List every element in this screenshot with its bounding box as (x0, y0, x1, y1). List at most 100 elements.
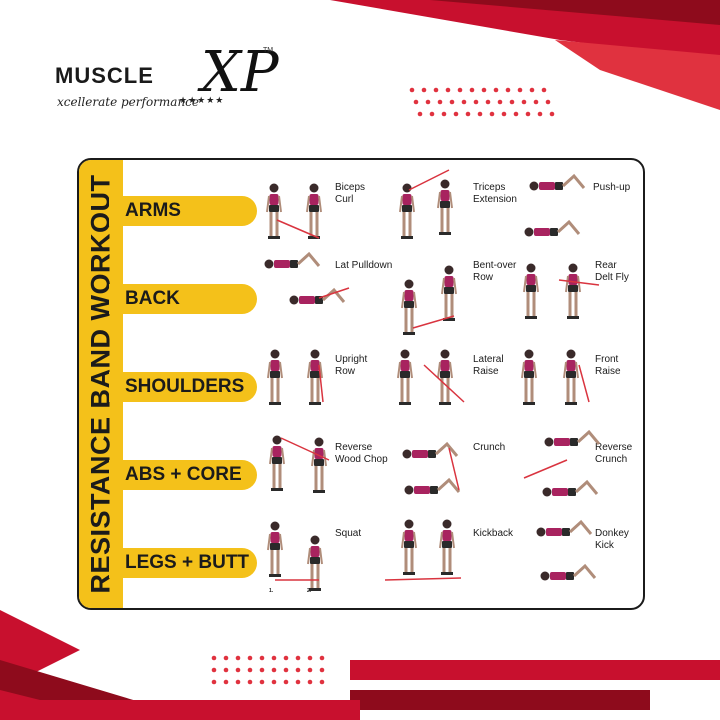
wood-chop-b-feet (313, 490, 325, 493)
decoration-dot (295, 655, 301, 661)
exercise-upright-row: Upright Row (335, 354, 368, 377)
wood-chop-a-head (272, 435, 282, 445)
lat-pulldown-band (318, 287, 350, 299)
biceps-curl-b-arm (306, 195, 310, 213)
donkey-kick-a-torso (546, 528, 562, 536)
upright-row-a-arm (279, 361, 283, 379)
lateral-raise-a-shorts (400, 371, 410, 378)
squat-a-arm (279, 533, 283, 551)
decoration-dot (437, 99, 443, 105)
reverse-crunch-b-head (542, 487, 552, 497)
donkey-kick-b-shorts (566, 572, 574, 580)
decoration-dot (477, 111, 483, 117)
decoration-dot (545, 99, 551, 105)
crunch-b-head (404, 485, 414, 495)
front-raise-a-shorts (524, 371, 534, 378)
exercise-lat-pulldown: Lat Pulldown (335, 260, 393, 271)
decoration-dot (247, 655, 253, 661)
decoration-dot (235, 667, 241, 673)
rear-delt-a-arm (523, 275, 527, 293)
push-up-a-legs (561, 173, 586, 189)
decoration-dot (409, 87, 415, 93)
decoration-dot (441, 111, 447, 117)
triceps-ext-b-feet (439, 232, 451, 235)
decoration-dot (235, 655, 241, 661)
exercise-donkey-kick: Donkey Kick (595, 528, 629, 551)
wood-chop-a-arm (269, 447, 273, 465)
decoration-dot (211, 667, 217, 673)
squat-b-shorts (310, 557, 320, 564)
biceps-curl-b-torso (309, 194, 319, 205)
lateral-raise-band (423, 364, 465, 403)
decoration-dot (425, 99, 431, 105)
bent-row-b-arm (441, 277, 445, 295)
kickback-b-head (442, 519, 452, 529)
lateral-raise-b-head (440, 349, 450, 359)
decoration-dot (445, 87, 451, 93)
lat-pulldown-a-torso (274, 260, 290, 268)
upright-row-b-arm (307, 361, 311, 379)
decoration-dot (549, 111, 555, 117)
upright-row-a-feet (269, 402, 281, 405)
bent-row-b-feet (443, 318, 455, 321)
bent-row-a-head (404, 279, 414, 289)
decoration-dot (223, 679, 229, 685)
rear-delt-b-arm (577, 275, 581, 293)
decoration-dot (271, 679, 277, 685)
upright-row-a-arm (267, 361, 271, 379)
lateral-raise-a-arm (409, 361, 413, 379)
lat-pulldown-a-head (264, 259, 274, 269)
kickback-b-shorts (442, 541, 452, 548)
triceps-ext-b-torso (440, 190, 450, 201)
decoration-dot (413, 99, 419, 105)
wood-chop-b-head (314, 437, 324, 447)
exercise-crunch: Crunch (473, 442, 506, 453)
crunch-a-legs (434, 441, 459, 457)
push-up-b-legs (556, 219, 581, 235)
decoration-dot (295, 667, 301, 673)
decoration-dot (235, 679, 241, 685)
kickback-a-head (404, 519, 414, 529)
decoration-dot (501, 111, 507, 117)
wood-chop-a-feet (271, 488, 283, 491)
decoration-dot (541, 87, 547, 93)
reverse-crunch-band (523, 459, 568, 479)
decoration-dot (489, 111, 495, 117)
decoration-dot (457, 87, 463, 93)
bent-row-b-shorts (444, 287, 454, 294)
category-abs-core: ABS + CORE (109, 460, 257, 490)
donkey-kick-b-head (540, 571, 550, 581)
decoration-dot (295, 679, 301, 685)
decoration-dot (271, 667, 277, 673)
decoration-dot (223, 655, 229, 661)
lateral-raise-a-arm (397, 361, 401, 379)
biceps-curl-a-arm (266, 195, 270, 213)
biceps-curl-a-feet (268, 236, 280, 239)
kickback-a-arm (413, 531, 417, 549)
lat-pulldown-a-shorts (290, 260, 298, 268)
decoration-dot (461, 99, 467, 105)
rear-delt-b-feet (567, 316, 579, 319)
decoration-dot (473, 99, 479, 105)
rear-delt-b-torso (568, 274, 578, 285)
decoration-dot (465, 111, 471, 117)
decoration-dot (283, 667, 289, 673)
front-raise-a-arm (533, 361, 537, 379)
wood-chop-a-shorts (272, 457, 282, 464)
decoration-dot (307, 655, 313, 661)
decoration-dot (417, 111, 423, 117)
decoration-dot (271, 655, 277, 661)
exercise-reverse-crunch: Reverse Crunch (595, 442, 633, 465)
bent-row-band (412, 315, 455, 329)
exercise-push-up: Push-up (593, 182, 631, 193)
decoration-dot (533, 99, 539, 105)
exercise-rear-delt-fly: Rear Delt Fly (595, 260, 629, 283)
lateral-raise-a-head (400, 349, 410, 359)
donkey-kick-b-torso (550, 572, 566, 580)
wood-chop-band (280, 437, 330, 461)
wood-chop-a-torso (272, 446, 282, 457)
triceps-ext-a-shorts (402, 205, 412, 212)
donkey-kick-a-head (536, 527, 546, 537)
lateral-raise-b-shorts (440, 371, 450, 378)
push-up-a-head (529, 181, 539, 191)
